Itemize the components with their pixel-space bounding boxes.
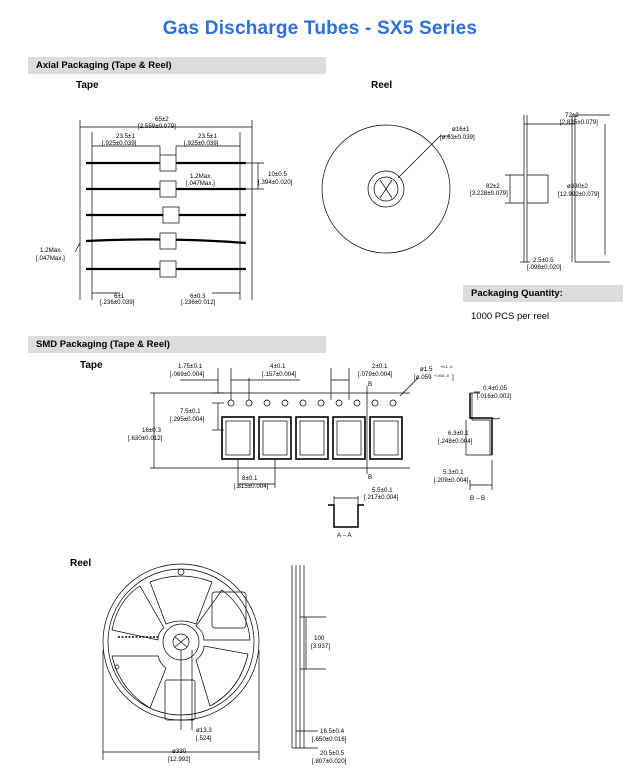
smd-reel-width2-in: [.807±0.020] — [312, 758, 347, 765]
smd-hub-length: 100 — [314, 635, 325, 642]
smd-section-b-top: B — [368, 381, 372, 388]
axial-flange-in: [.098±0.020] — [527, 264, 562, 271]
smd-reel-hub-in: [.524] — [196, 735, 212, 742]
smd-tape-width: 16±0.3 — [142, 427, 161, 434]
axial-hub-diameter: 82±2 — [486, 183, 500, 190]
axial-reel-diameter: ø330±2 — [567, 183, 588, 190]
axial-lead-left-in: [.925±0.039] — [102, 140, 137, 147]
axial-lead-right-in: [.925±0.039] — [184, 140, 219, 147]
packaging-quantity-header: Packaging Quantity: — [463, 285, 623, 302]
smd-section-aa-drawing — [328, 496, 364, 528]
smd-hole-offset-in: [.079±0.004] — [358, 371, 393, 378]
axial-reel-side — [505, 114, 610, 263]
axial-reel-front — [321, 124, 451, 254]
axial-lead-right: 23.5±1 — [198, 133, 217, 140]
smd-reel-label: Reel — [70, 558, 92, 569]
smd-width2: 5.3±0.1 — [443, 469, 464, 476]
smd-hole-diameter-in-tol: +.004 -0 — [434, 373, 450, 378]
axial-hub-dia-in: [ø.63±0.039] — [440, 134, 475, 141]
smd-thickness: 0.4±0.05 — [483, 385, 508, 392]
axial-flange: 2.5±0.5 — [533, 257, 554, 264]
axial-lead-bend: 1.2Max. — [40, 247, 62, 254]
axial-reel-width: 72±2 — [565, 112, 579, 119]
smd-depth-in: [.248±0.004] — [438, 438, 473, 445]
smd-reel-width2: 20.5±0.5 — [320, 750, 345, 757]
smd-section-b-bottom: B — [368, 474, 372, 481]
smd-hole-offset: 2±0.1 — [372, 363, 388, 370]
smd-sprocket-pitch: 4±0.1 — [270, 363, 286, 370]
smd-section-bb: B – B — [470, 495, 485, 502]
smd-reel-hub: ø13.3 — [196, 727, 212, 734]
axial-lead-bend-in: [.047Max.] — [36, 255, 65, 262]
smd-pocket-pitch-in: [.315±0.004] — [234, 483, 269, 490]
smd-sprocket-pitch-in: [.157±0.004] — [262, 371, 297, 378]
axial-reel-width-in: [2.835±0.079] — [560, 119, 598, 126]
axial-tape-left: 6±1 — [114, 293, 125, 300]
smd-center-in: [.295±0.004] — [170, 416, 205, 423]
packaging-quantity-value: 1000 PCS per reel — [471, 311, 550, 322]
axial-body-offset-in: [.047Max.] — [186, 180, 215, 187]
smd-hole-diameter-close: ] — [452, 374, 454, 381]
smd-pocket-width-in: [.217±0.004] — [364, 494, 399, 501]
smd-tape-label: Tape — [80, 360, 103, 371]
smd-reel-diameter-in: [12.992] — [168, 756, 191, 763]
page-title: Gas Discharge Tubes - SX5 Series — [162, 18, 478, 39]
smd-tape-width-in: [.630±0.012] — [128, 435, 163, 442]
axial-tape-right-in: [.236±0.012] — [181, 299, 216, 306]
smd-width2-in: [.209±0.004] — [434, 477, 469, 484]
smd-reel-width1-in: [.650±0.016] — [312, 736, 347, 743]
axial-tape-right: 6±0.3 — [190, 293, 206, 300]
smd-edge-in: [.069±0.004] — [170, 371, 205, 378]
axial-overall-length: 65±2 — [155, 116, 169, 123]
axial-pitch: 10±0.5 — [268, 171, 287, 178]
axial-reel-label: Reel — [371, 80, 393, 91]
smd-hub-length-in: [3.937] — [311, 643, 330, 650]
smd-hole-diameter-in: [ø.059 — [414, 374, 432, 381]
smd-depth: 6.3±0.1 — [448, 430, 469, 437]
smd-tape-drawing — [150, 368, 419, 488]
axial-tape-label: Tape — [76, 80, 99, 91]
axial-overall-length-in: [2.559±0.079] — [138, 123, 176, 130]
axial-tape-left-in: [.236±0.039] — [100, 299, 135, 306]
axial-body-offset: 1.2Max. — [190, 173, 212, 180]
axial-hub-dia: ø16±1 — [452, 126, 470, 133]
smd-edge: 1.75±0.1 — [178, 363, 203, 370]
smd-reel-width1: 16.5±0.4 — [320, 728, 345, 735]
smd-reel-diameter: ø330 — [172, 748, 187, 755]
smd-thickness-in: [.016±0.002] — [477, 393, 512, 400]
axial-pitch-in: [.394±0.020] — [258, 179, 293, 186]
smd-hole-diameter-tol: +0.1 -0 — [440, 364, 453, 369]
axial-tape-drawing — [74, 120, 264, 300]
smd-reel-side — [291, 565, 326, 749]
axial-reel-diameter-in: [12.992±0.079] — [558, 191, 600, 198]
smd-pocket-pitch: 8±0.1 — [242, 475, 258, 482]
axial-section-header: Axial Packaging (Tape & Reel) — [28, 57, 326, 74]
smd-reel-front — [102, 563, 260, 760]
axial-hub-diameter-in: [3.228±0.079] — [470, 190, 508, 197]
smd-center: 7.5±0.1 — [180, 408, 201, 415]
smd-section-header: SMD Packaging (Tape & Reel) — [28, 336, 326, 353]
axial-lead-left: 23.5±1 — [116, 133, 135, 140]
smd-section-bb-drawing — [465, 391, 501, 490]
smd-hole-diameter: ø1.5 — [420, 366, 433, 373]
smd-section-aa: A – A — [337, 532, 352, 539]
smd-pocket-width: 5.5±0.1 — [372, 487, 393, 494]
